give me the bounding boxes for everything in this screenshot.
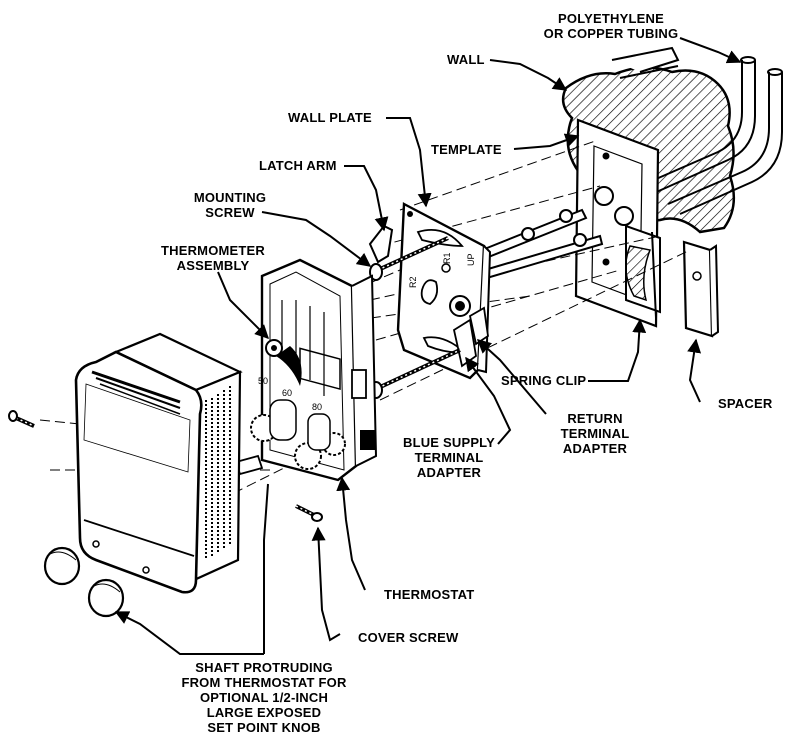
- label-thermometer-line1: THERMOMETER: [160, 243, 266, 258]
- label-supply-line1: BLUE SUPPLY: [402, 435, 496, 450]
- label-shaft-line1: SHAFT PROTRUDING: [195, 660, 333, 675]
- label-return-line2: TERMINAL: [560, 426, 630, 441]
- scale-mark-60: 60: [282, 388, 292, 398]
- scale-mark-80: 80: [312, 402, 322, 412]
- scale-mark-50: 50: [258, 376, 268, 386]
- label-wall-plate: WALL PLATE: [288, 110, 372, 125]
- label-shaft-note: SHAFT PROTRUDING FROM THERMOSTAT FOR OPT…: [164, 660, 364, 735]
- label-return-adapter: RETURN TERMINAL ADAPTER: [540, 411, 650, 456]
- set-point-knobs: [43, 546, 125, 618]
- label-thermostat: THERMOSTAT: [384, 587, 475, 602]
- label-latch-arm: LATCH ARM: [259, 158, 337, 173]
- label-tubing-line2: OR COPPER TUBING: [543, 26, 679, 41]
- label-mounting-screw: MOUNTING SCREW: [190, 190, 270, 220]
- spring-clip: [625, 224, 661, 319]
- wall-plate: R1 R2 UP: [368, 202, 492, 380]
- label-shaft-line4: LARGE EXPOSED: [206, 705, 322, 720]
- label-shaft-line5: SET POINT KNOB: [207, 720, 321, 735]
- plate-mark-up: UP: [466, 253, 476, 266]
- label-template: TEMPLATE: [431, 142, 502, 157]
- cover: [74, 332, 243, 594]
- plate-mark-r1: R1: [442, 252, 452, 264]
- label-shaft-line3: OPTIONAL 1/2-INCH: [199, 690, 329, 705]
- label-thermometer-assembly: THERMOMETER ASSEMBLY: [158, 243, 268, 273]
- mounting-screws: [369, 236, 461, 399]
- label-blue-supply-adapter: BLUE SUPPLY TERMINAL ADAPTER: [394, 435, 504, 480]
- leader-lines: [114, 37, 742, 655]
- label-spring-clip: SPRING CLIP: [501, 373, 587, 388]
- label-tubing: POLYETHYLENE OR COPPER TUBING: [516, 11, 706, 41]
- label-mounting-screw-line2: SCREW: [205, 205, 255, 220]
- supply-tubes: [476, 208, 604, 282]
- spacer: [682, 240, 720, 338]
- label-shaft-line2: FROM THERMOSTAT FOR: [181, 675, 347, 690]
- label-supply-line3: ADAPTER: [416, 465, 482, 480]
- label-cover-screw: COVER SCREW: [358, 630, 459, 645]
- thermostat-body: 50 60 80: [234, 258, 378, 482]
- left-cover-screw: [8, 410, 35, 428]
- label-thermometer-line2: ASSEMBLY: [176, 258, 250, 273]
- plate-mark-r2: R2: [408, 276, 418, 288]
- label-return-line1: RETURN: [567, 411, 623, 426]
- cover-screw: [295, 504, 323, 522]
- label-tubing-line1: POLYETHYLENE: [558, 11, 664, 26]
- label-wall: WALL: [447, 52, 485, 67]
- label-supply-line2: TERMINAL: [414, 450, 484, 465]
- label-spacer: SPACER: [718, 396, 773, 411]
- label-mounting-screw-line1: MOUNTING: [193, 190, 267, 205]
- label-return-line3: ADAPTER: [562, 441, 628, 456]
